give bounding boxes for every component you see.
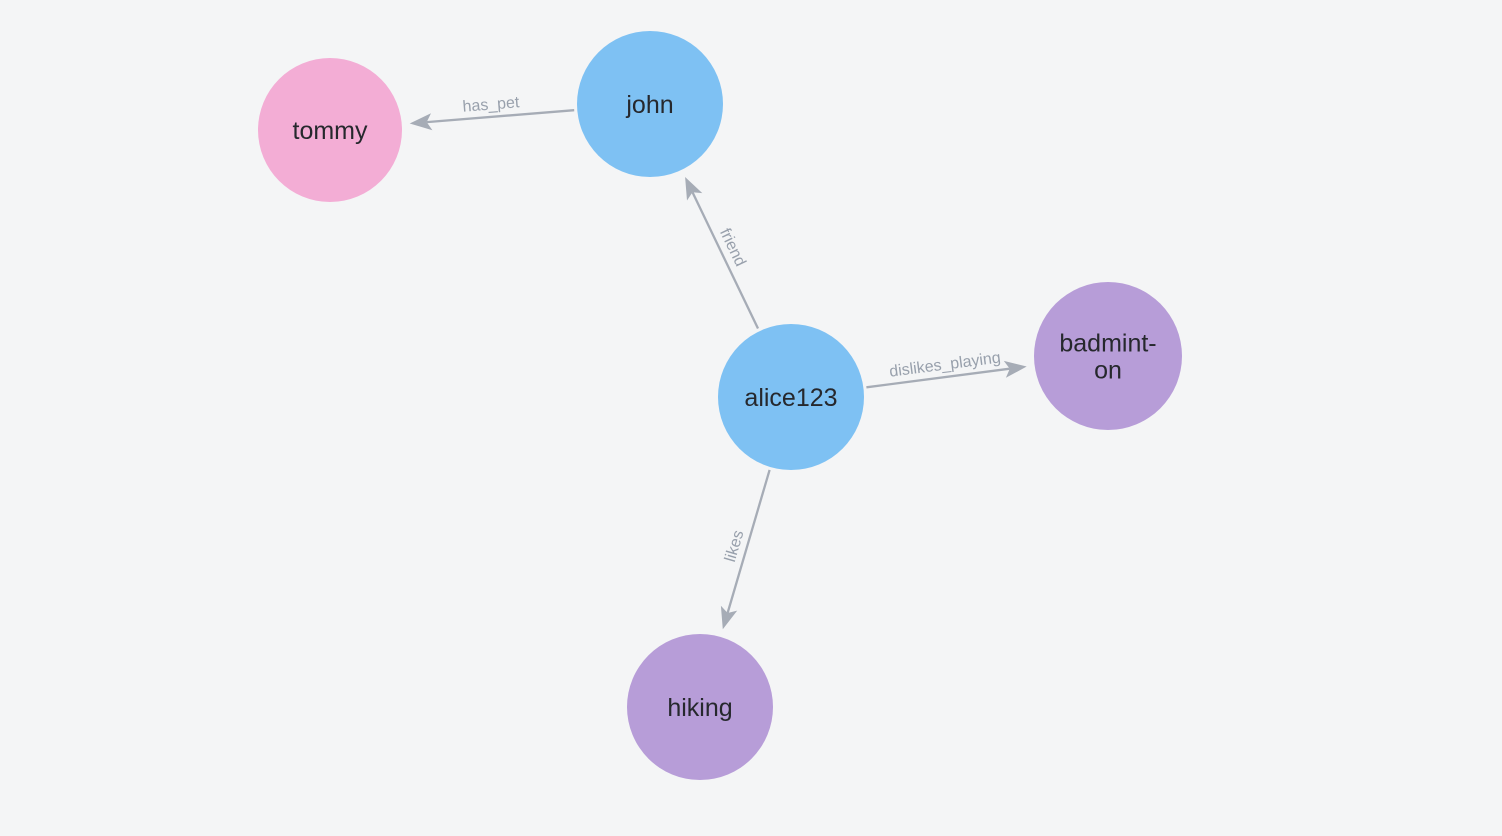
node-tommy[interactable]: tommy (258, 58, 402, 202)
node-hiking[interactable]: hiking (627, 634, 773, 780)
edge-dislikes_playing[interactable]: dislikes_playing (866, 349, 1027, 389)
node-label: alice123 (744, 384, 837, 412)
node-label: badmint-on (1059, 329, 1156, 384)
edge-has_pet[interactable]: has_pet (409, 94, 575, 131)
node-circle (577, 31, 723, 177)
edge-label: friend (716, 226, 749, 269)
node-label: john (625, 91, 673, 119)
edge-line (691, 191, 760, 329)
edge-arrowhead-icon (1003, 360, 1027, 378)
node-layer: tommy john alice123 badmint-on hiking (258, 31, 1182, 780)
node-circle (718, 324, 864, 470)
edge-friend[interactable]: friend (685, 177, 760, 329)
node-john[interactable]: john (577, 31, 723, 177)
edge-arrowhead-icon (720, 605, 738, 630)
node-circle (627, 634, 773, 780)
node-circle (1034, 282, 1182, 430)
edge-line (726, 469, 771, 614)
node-alice123[interactable]: alice123 (718, 324, 864, 470)
node-badminton[interactable]: badmint-on (1034, 282, 1182, 430)
edge-likes[interactable]: likes (720, 469, 771, 630)
edge-arrowhead-icon (685, 177, 703, 201)
node-label: tommy (293, 117, 369, 145)
edge-arrowhead-icon (409, 113, 433, 131)
node-circle (258, 58, 402, 202)
edge-line (866, 367, 1010, 389)
edge-line (426, 109, 575, 124)
node-label: hiking (667, 694, 732, 722)
edge-label: has_pet (462, 94, 521, 116)
